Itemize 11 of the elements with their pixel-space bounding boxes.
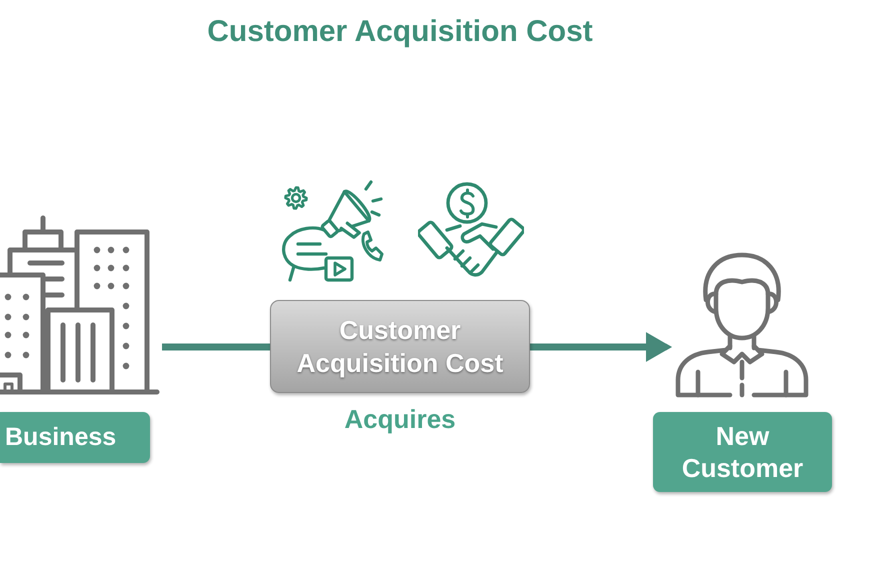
box-text: Customer Acquisition Cost [296,314,504,379]
connector-line [162,344,270,350]
box-text: New Customer [680,420,804,484]
diagram-title: Customer Acquisition Cost [207,14,593,50]
box-text: Business [5,422,116,453]
arrow [530,332,672,362]
buildings-illustration [0,214,162,396]
process-box [270,300,530,393]
label-box [0,412,150,463]
label-box [653,412,832,492]
caption-text: Acquires [344,404,456,436]
